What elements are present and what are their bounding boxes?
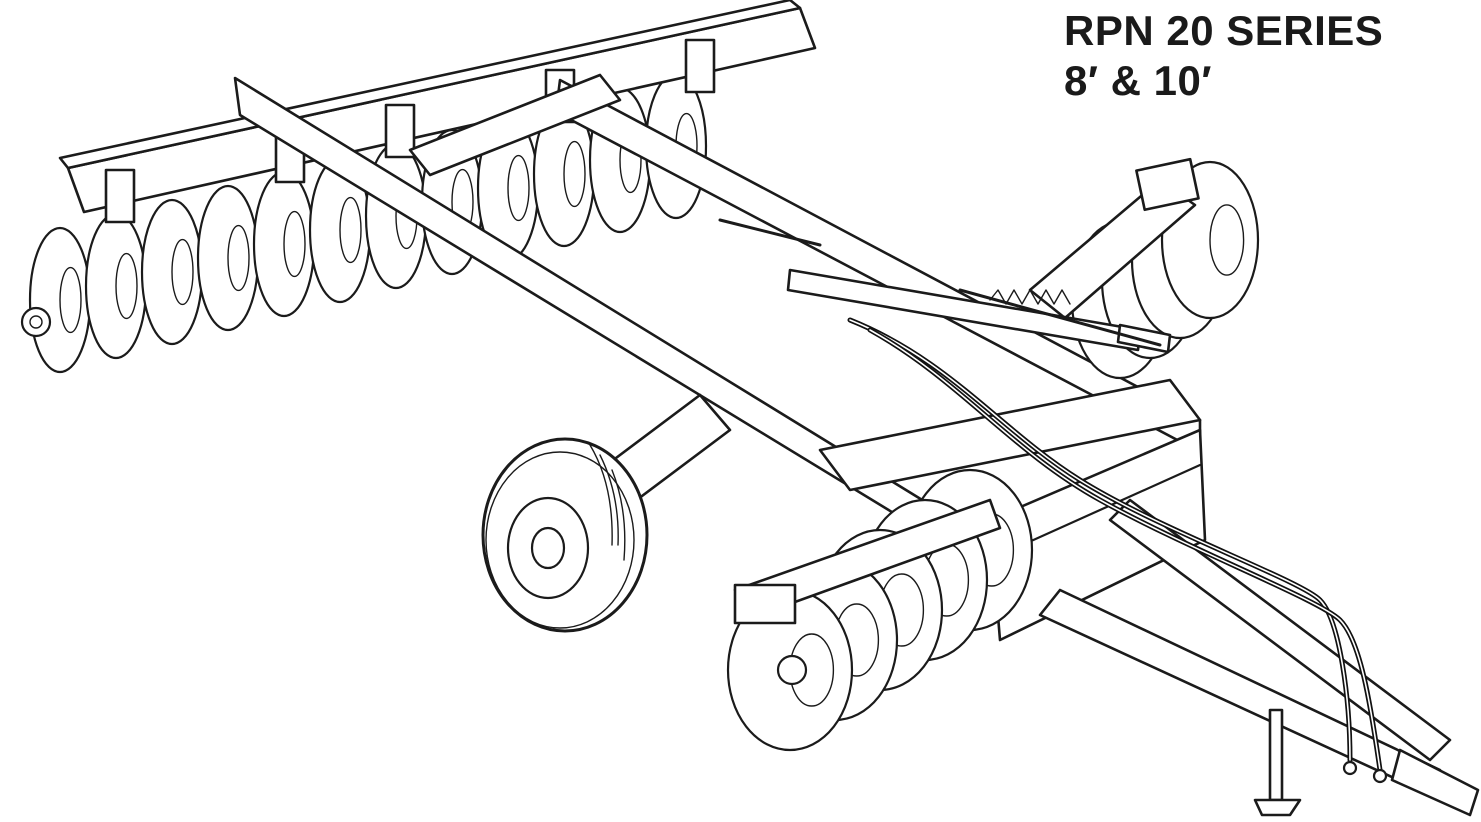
product-series-title: RPN 20 SERIES (1064, 7, 1384, 54)
hose-coupler-2 (1372, 768, 1388, 784)
leveling-link (718, 218, 1162, 347)
wheel-hub (530, 526, 566, 570)
gang-clamp (684, 38, 716, 94)
rear-gang-beam-top (58, 0, 802, 170)
hitch-tongue (1038, 498, 1480, 817)
hitch-clevis (1390, 748, 1480, 817)
lower-beam-end-cap (733, 583, 797, 625)
main-frame (233, 73, 1207, 642)
gang-clamp (384, 103, 416, 159)
jack-stand (1268, 708, 1284, 802)
title-block: RPN 20 SERIES 8′ & 10′ (1064, 6, 1383, 105)
main-frame-cross-beam (408, 73, 622, 177)
hose-coupler-1 (1342, 760, 1358, 776)
jack-foot (1253, 798, 1302, 817)
hydraulic-cylinder (786, 268, 1142, 352)
front-gang-beam (1028, 178, 1197, 320)
product-sizes: 8′ & 10′ (1064, 56, 1212, 104)
front-beam-end-cap (1135, 157, 1200, 212)
lower-disc-gang (726, 468, 1034, 752)
tire (481, 437, 649, 633)
lower-hub (776, 654, 808, 686)
rear-hub (20, 306, 52, 338)
transport-wheel (481, 393, 732, 633)
gang-clamp (104, 168, 136, 224)
wheel-rim (506, 496, 590, 600)
